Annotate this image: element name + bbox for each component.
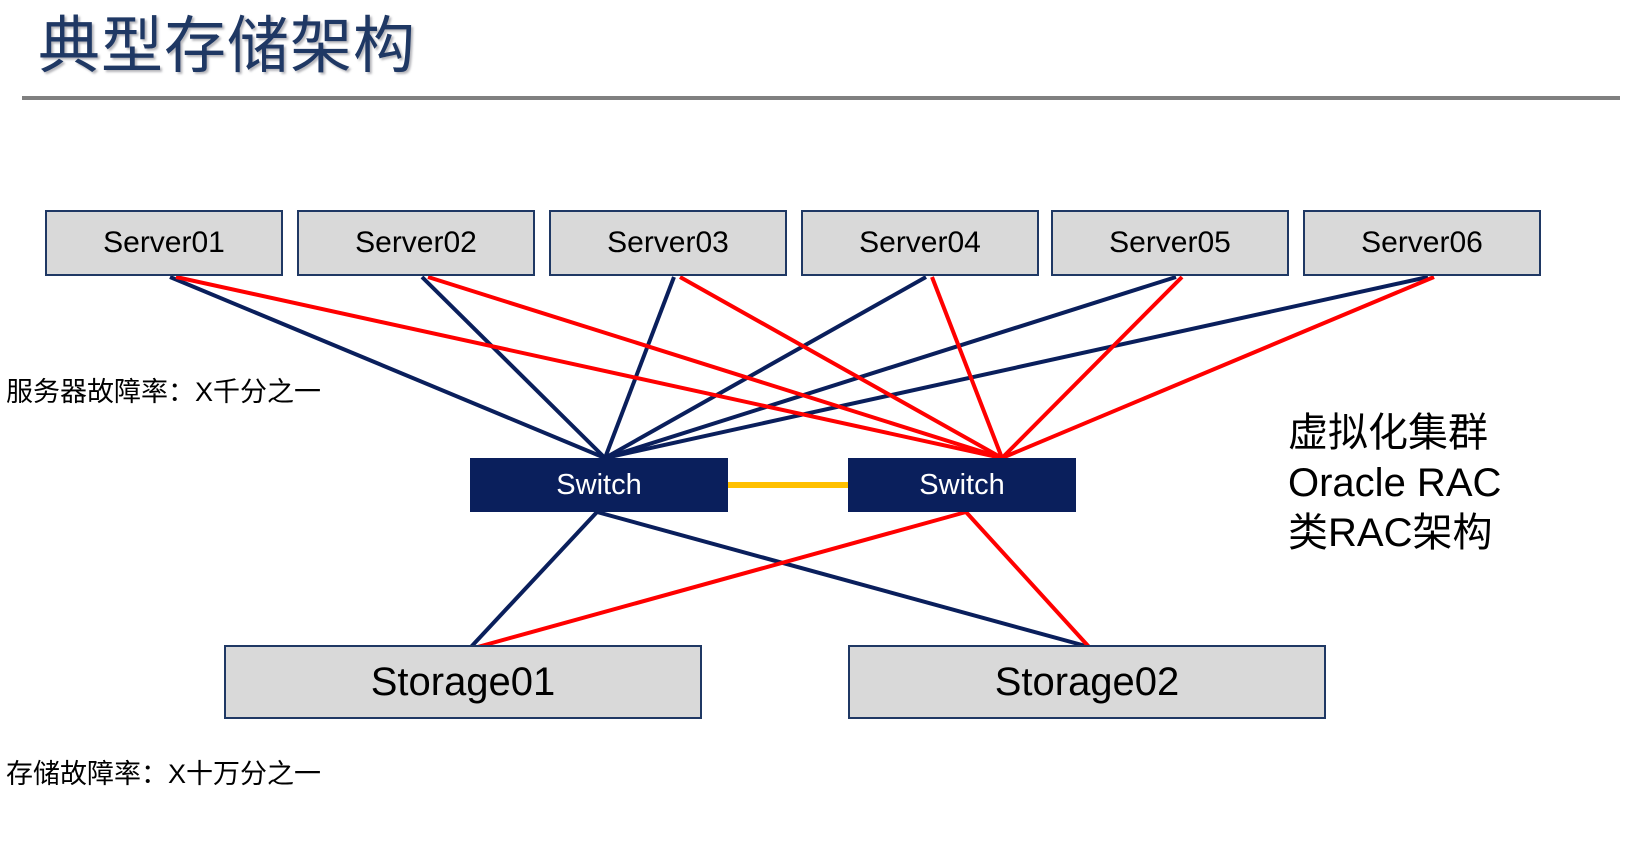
server-failure-rate-note: 服务器故障率：X千分之一 <box>6 377 322 407</box>
switch-storage-links <box>468 510 1094 650</box>
link-red-server05 <box>1000 275 1184 460</box>
storage-node-2[interactable]: Storage02 <box>848 645 1326 719</box>
storage-node-label: Storage02 <box>994 659 1180 704</box>
link-navy-server01 <box>169 275 606 460</box>
server-node-6[interactable]: Server06 <box>1303 210 1541 276</box>
server-node-2[interactable]: Server02 <box>297 210 535 276</box>
link-navy-switchleft-storage01 <box>468 510 599 650</box>
server-node-3[interactable]: Server03 <box>549 210 787 276</box>
link-navy-server03 <box>603 276 676 459</box>
link-red-server02 <box>427 275 1003 460</box>
link-red-server04 <box>930 276 1004 459</box>
server-node-label: Server06 <box>1361 226 1483 259</box>
switch-node-label: Switch <box>919 468 1005 501</box>
switch-node-1[interactable]: Switch <box>470 458 728 512</box>
link-red-switchright-storage01 <box>473 510 967 650</box>
link-red-server01 <box>175 275 1003 460</box>
link-navy-switchleft-storage02 <box>596 510 1094 650</box>
cluster-note-line-2: Oracle RAC <box>1288 461 1502 505</box>
link-navy-server04 <box>604 275 927 460</box>
storage-node-1[interactable]: Storage01 <box>224 645 702 719</box>
cluster-note-line-3: 类RAC架构 <box>1288 511 1493 555</box>
server-node-label: Server04 <box>859 226 981 259</box>
link-navy-server02 <box>420 275 607 460</box>
server-node-4[interactable]: Server04 <box>801 210 1039 276</box>
title-divider <box>22 96 1620 100</box>
server-node-label: Server01 <box>103 226 225 259</box>
switch-node-2[interactable]: Switch <box>848 458 1076 512</box>
link-red-server03 <box>679 275 1003 460</box>
server-node-label: Server02 <box>355 226 477 259</box>
navy-server-links <box>169 275 1429 460</box>
cluster-note: 虚拟化集群 Oracle RAC 类RAC架构 <box>1288 408 1501 558</box>
page-title: 典型存储架构 <box>38 12 417 81</box>
link-navy-server05 <box>604 275 1177 460</box>
storage-node-label: Storage01 <box>370 659 556 704</box>
storage-failure-rate-note: 存储故障率：X十万分之一 <box>6 759 322 789</box>
server-node-1[interactable]: Server01 <box>45 210 283 276</box>
server-node-5[interactable]: Server05 <box>1051 210 1289 276</box>
link-red-switchright-storage02 <box>964 510 1092 650</box>
server-node-label: Server03 <box>607 226 729 259</box>
red-server-links <box>175 275 1435 460</box>
server-node-label: Server05 <box>1109 226 1231 259</box>
cluster-note-line-1: 虚拟化集群 <box>1288 411 1488 455</box>
switch-node-label: Switch <box>556 468 642 501</box>
